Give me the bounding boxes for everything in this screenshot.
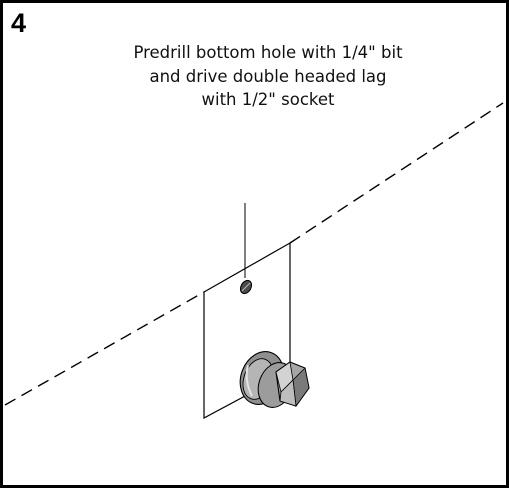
surface-line-left — [4, 291, 205, 406]
double-headed-lag-icon — [239, 351, 310, 408]
instruction-text: Predrill bottom hole with 1/4" bit and d… — [63, 41, 473, 112]
pilot-hole-icon — [239, 279, 253, 295]
instruction-line-1: Predrill bottom hole with 1/4" bit — [133, 43, 403, 62]
instruction-line-2: and drive double headed lag — [149, 66, 387, 86]
surface-line-right — [289, 102, 504, 244]
instruction-line-3: with 1/2" socket — [201, 90, 335, 109]
step-number: 4 — [11, 8, 27, 38]
